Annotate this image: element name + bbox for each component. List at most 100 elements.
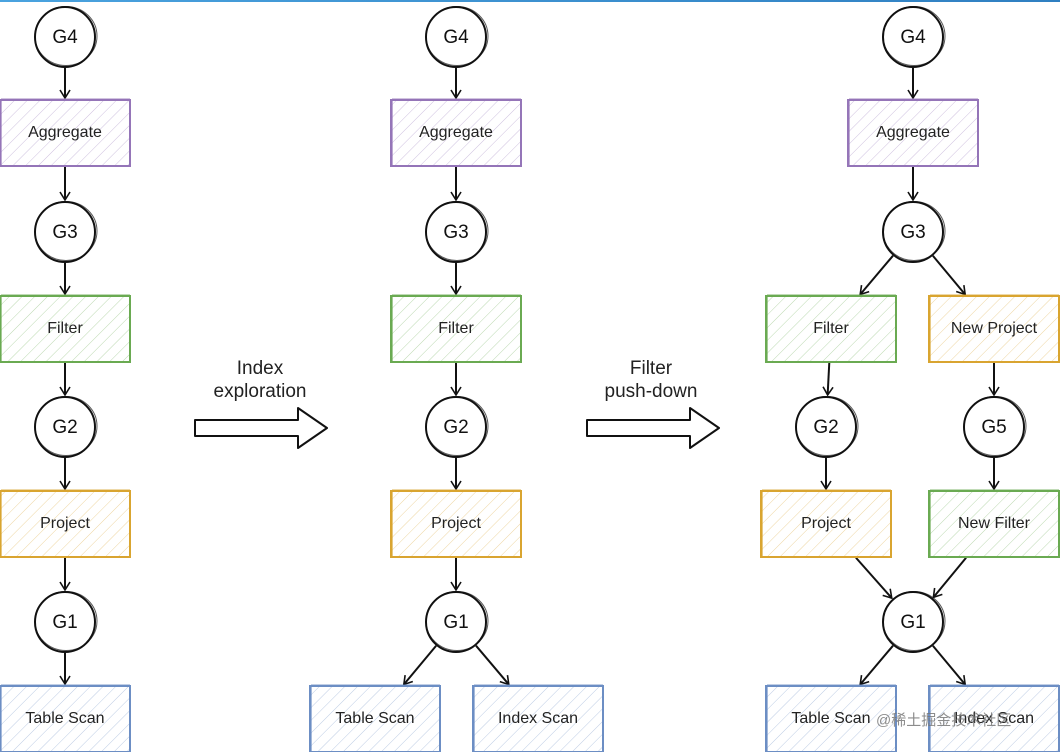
group-label: G4 bbox=[52, 27, 78, 48]
group-g2: G2 bbox=[795, 396, 859, 458]
edge-g1-to-index-scan bbox=[932, 645, 967, 686]
operator-label: New Project bbox=[951, 320, 1038, 337]
group-label: G1 bbox=[52, 612, 77, 633]
group-circle-sketch bbox=[425, 201, 489, 261]
operator-box bbox=[472, 685, 604, 752]
group-circle-sketch bbox=[425, 6, 489, 66]
group-g3: G3 bbox=[882, 201, 946, 263]
operator-box bbox=[765, 685, 897, 752]
operator-index-scan: Index Scan bbox=[472, 684, 604, 752]
operator-aggregate: Aggregate bbox=[847, 98, 979, 167]
operator-box-sketch bbox=[849, 98, 978, 167]
step-index-exploration: Index exploration bbox=[194, 358, 328, 449]
group-circle-sketch bbox=[882, 201, 946, 261]
operator-box bbox=[765, 295, 897, 363]
operator-label: Filter bbox=[47, 320, 83, 337]
operator-label: Filter bbox=[438, 320, 474, 337]
group-label: G1 bbox=[900, 612, 925, 633]
group-label: G3 bbox=[443, 222, 468, 243]
group-circle-sketch bbox=[795, 396, 859, 456]
operator-box-sketch bbox=[1, 684, 130, 752]
operator-new-project: New Project bbox=[928, 294, 1060, 363]
group-circle-sketch bbox=[425, 396, 489, 456]
step-2-line-1: Filter bbox=[630, 358, 673, 379]
group-label: G3 bbox=[900, 222, 925, 243]
operator-label: Aggregate bbox=[419, 124, 493, 141]
operator-project: Project bbox=[390, 489, 522, 558]
operator-new-filter: New Filter bbox=[928, 489, 1060, 558]
group-g3: G3 bbox=[34, 201, 98, 263]
group-label: G1 bbox=[443, 612, 468, 633]
operator-table-scan: Table Scan bbox=[765, 684, 897, 752]
operator-box-sketch bbox=[1, 489, 130, 558]
operator-label: Table Scan bbox=[25, 710, 104, 727]
step-2-line-2: push-down bbox=[605, 381, 698, 402]
group-circle-sketch bbox=[34, 201, 98, 261]
operator-box bbox=[390, 490, 522, 558]
group-label: G4 bbox=[900, 27, 926, 48]
watermark: @稀土掘金技术社区 bbox=[876, 712, 1012, 729]
group-label: G2 bbox=[813, 417, 838, 438]
operator-box bbox=[390, 295, 522, 363]
operator-label: Project bbox=[40, 515, 90, 532]
step-filter-push-down: Filter push-down bbox=[586, 358, 720, 449]
operator-label: Filter bbox=[813, 320, 849, 337]
group-g3: G3 bbox=[425, 201, 489, 263]
group-g4: G4 bbox=[882, 6, 946, 68]
step-1-arrow-icon bbox=[194, 407, 328, 449]
group-circle-sketch bbox=[963, 396, 1027, 456]
operator-index-scan: Index Scan bbox=[928, 684, 1060, 752]
operator-table-scan: Table Scan bbox=[309, 684, 441, 752]
operator-label: Table Scan bbox=[791, 710, 870, 727]
group-label: G2 bbox=[52, 417, 77, 438]
group-g2: G2 bbox=[425, 396, 489, 458]
edge-g3-to-filter bbox=[859, 255, 894, 296]
operator-box-sketch bbox=[1, 294, 130, 363]
operator-box-sketch bbox=[474, 684, 603, 752]
group-circle-sketch bbox=[34, 396, 98, 456]
group-g4: G4 bbox=[34, 6, 98, 68]
operator-box-sketch bbox=[392, 98, 521, 167]
operator-box-sketch bbox=[767, 684, 896, 752]
operator-filter: Filter bbox=[765, 294, 897, 363]
operator-box-sketch bbox=[767, 294, 896, 363]
operator-label: New Filter bbox=[958, 515, 1031, 532]
operator-label: Aggregate bbox=[876, 124, 950, 141]
group-g1: G1 bbox=[882, 591, 946, 653]
operator-aggregate: Aggregate bbox=[390, 98, 522, 167]
edge-g3-to-new-project bbox=[932, 255, 967, 296]
edge-g1-to-table-scan bbox=[859, 645, 894, 686]
group-circle-sketch bbox=[882, 591, 946, 651]
group-circle-sketch bbox=[34, 6, 98, 66]
step-1-line-1: Index bbox=[237, 358, 284, 379]
operator-table-scan: Table Scan bbox=[0, 684, 131, 752]
operator-box bbox=[309, 685, 441, 752]
operator-label: Index Scan bbox=[498, 710, 578, 727]
operator-box bbox=[390, 99, 522, 167]
operator-label: Index Scan bbox=[954, 710, 1034, 727]
group-label: G3 bbox=[52, 222, 77, 243]
edges-layer bbox=[59, 68, 1000, 686]
group-label: G4 bbox=[443, 27, 469, 48]
group-g4: G4 bbox=[425, 6, 489, 68]
group-label: G2 bbox=[443, 417, 468, 438]
operator-label: Aggregate bbox=[28, 124, 102, 141]
edge-filter-to-g2 bbox=[822, 362, 834, 397]
operator-label: Table Scan bbox=[335, 710, 414, 727]
operator-label: Project bbox=[431, 515, 481, 532]
operator-box-sketch bbox=[930, 684, 1059, 752]
group-g1: G1 bbox=[34, 591, 98, 653]
operator-box bbox=[928, 685, 1060, 752]
operator-filter: Filter bbox=[390, 294, 522, 363]
step-2-arrow-icon bbox=[586, 407, 720, 449]
group-circle-sketch bbox=[882, 6, 946, 66]
edge-g1-to-index-scan bbox=[475, 645, 510, 686]
group-g2: G2 bbox=[34, 396, 98, 458]
operator-project: Project bbox=[0, 489, 131, 558]
operator-box-sketch bbox=[1, 98, 130, 167]
